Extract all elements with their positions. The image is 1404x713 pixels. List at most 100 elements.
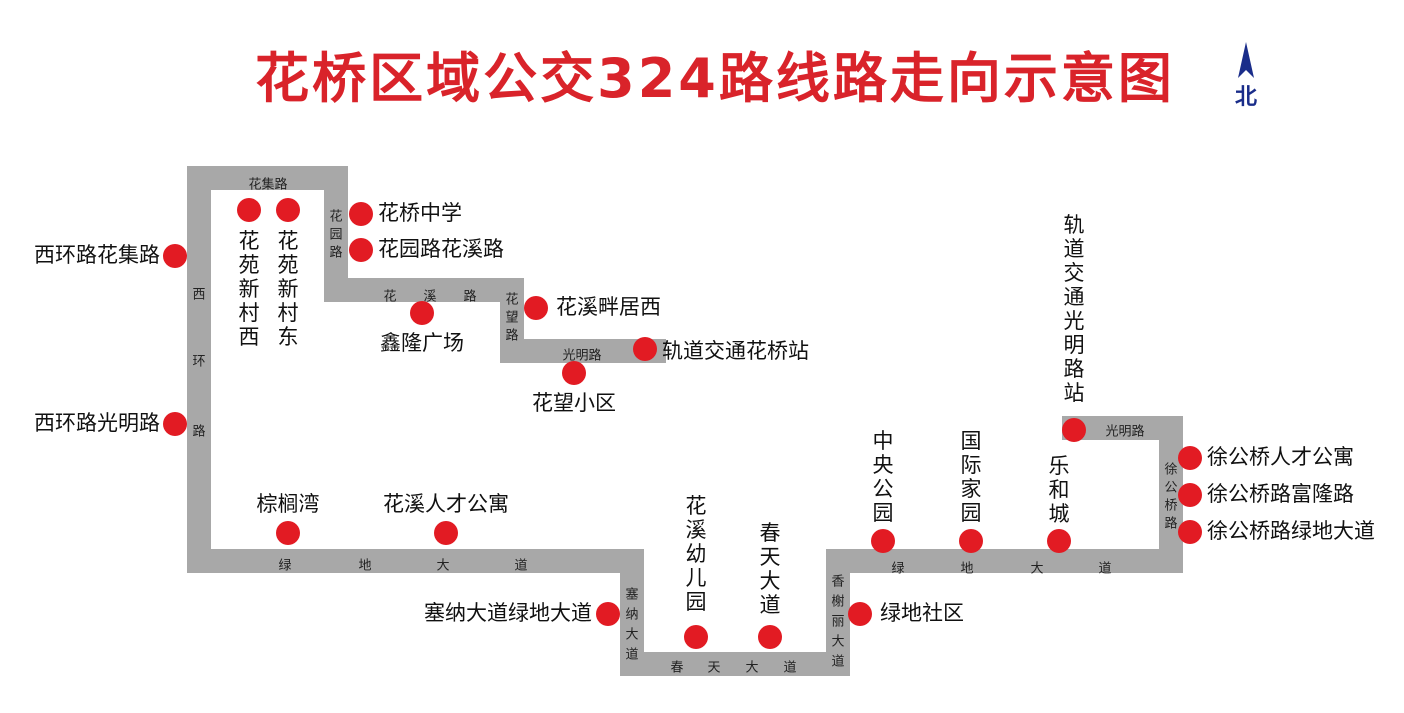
stop-name: 塞纳大道绿地大道 [424,601,592,625]
stop-name-char: 乐 [1049,454,1070,478]
stop-marker-icon[interactable] [276,198,300,222]
bus-stop[interactable]: 花桥中学 [349,201,462,226]
stop-marker-icon[interactable] [596,602,620,626]
bus-stops: 西环路花集路西环路光明路花苑新村西花苑新村东花桥中学花园路花溪路鑫隆广场花溪畔居… [34,198,1375,649]
stop-name: 花溪畔居西 [556,295,661,319]
bus-stop[interactable]: 塞纳大道绿地大道 [424,601,620,626]
stop-marker-icon[interactable] [684,625,708,649]
stop-name-char: 园 [686,590,707,614]
stop-name-char: 村 [278,301,299,325]
bus-stop[interactable]: 花溪畔居西 [524,295,661,320]
stop-marker-icon[interactable] [1178,520,1202,544]
road-label: 大 [745,661,758,676]
road-label: 塞 [625,587,638,603]
road-label: 西 [192,288,205,303]
stop-name: 西环路花集路 [34,243,160,267]
stop-name: 花园路花溪路 [378,237,504,261]
stop-name: 花望小区 [532,391,616,415]
road-label: 桥 [1164,499,1177,514]
stop-name-char: 家 [961,477,982,501]
road-label: 路 [463,289,476,305]
stop-marker-icon[interactable] [848,602,872,626]
stop-name-char: 国 [961,429,982,453]
stop-name-char: 路 [1064,357,1085,381]
road-label: 路 [329,245,342,261]
stop-name: 徐公桥人才公寓 [1207,445,1354,469]
bus-stop[interactable]: 鑫隆广场 [380,301,464,355]
road-label: 花集路 [248,177,287,193]
stop-marker-icon[interactable] [562,361,586,385]
bus-stop[interactable]: 轨道交通花桥站 [633,337,809,363]
bus-stop[interactable]: 绿地社区 [848,601,964,626]
road-label: 地 [358,559,371,574]
road-label: 绿 [891,562,904,577]
bus-stop[interactable]: 花望小区 [532,361,616,415]
road-label: 路 [1164,516,1177,532]
bus-stop[interactable]: 西环路花集路 [34,243,187,268]
stop-name-char: 际 [961,453,982,477]
road-label: 光明路 [1105,424,1144,440]
stop-name-char: 溪 [686,518,707,542]
stop-name-char: 轨 [1064,213,1085,237]
road-label: 道 [514,559,527,574]
bus-stop[interactable]: 徐公桥路绿地大道 [1178,519,1375,544]
road-label: 道 [831,655,844,670]
bus-stop[interactable]: 乐和城 [1047,454,1071,553]
stop-name-char: 和 [1049,478,1070,502]
road-label: 花 [329,209,342,225]
stop-name-char: 村 [239,301,260,325]
stop-marker-icon[interactable] [349,202,373,226]
bus-stop[interactable]: 西环路光明路 [34,411,187,436]
stop-marker-icon[interactable] [1178,446,1202,470]
stop-marker-icon[interactable] [237,198,261,222]
stop-marker-icon[interactable] [1047,529,1071,553]
stop-name: 西环路光明路 [34,411,160,435]
road-label: 纳 [625,608,638,623]
road-labels: 花集路花园路西环路花溪路花望路光明路绿地大道塞纳大道春天大道香榭丽大道绿地大道徐… [192,177,1177,676]
stop-name: 花桥中学 [378,201,462,225]
stop-marker-icon[interactable] [434,521,458,545]
stop-name-char: 花 [278,229,299,253]
stop-marker-icon[interactable] [871,529,895,553]
stop-name-char: 大 [760,569,781,593]
stop-marker-icon[interactable] [959,529,983,553]
road-label: 公 [1164,481,1177,496]
stop-name-char: 中 [873,429,894,453]
stop-marker-icon[interactable] [349,238,373,262]
stop-marker-icon[interactable] [410,301,434,325]
stop-name-char: 儿 [686,566,707,590]
stop-marker-icon[interactable] [163,412,187,436]
stop-marker-icon[interactable] [758,625,782,649]
stop-marker-icon[interactable] [1062,418,1086,442]
stop-marker-icon[interactable] [524,296,548,320]
stop-name: 鑫隆广场 [380,331,464,355]
bus-stop[interactable]: 徐公桥路富隆路 [1178,482,1354,507]
stop-name-char: 苑 [239,253,260,277]
bus-stop[interactable]: 棕榈湾 [257,492,320,545]
stop-name-char: 天 [760,545,781,569]
stop-marker-icon[interactable] [1178,483,1202,507]
stop-name-char: 西 [239,325,260,349]
route-path [187,166,1183,676]
stop-marker-icon[interactable] [633,337,657,361]
north-arrow-icon [1238,42,1254,78]
stop-name-char: 央 [873,453,894,477]
stop-name-char: 新 [239,277,260,301]
bus-stop[interactable]: 花溪人才公寓 [383,492,509,545]
bus-stop[interactable]: 徐公桥人才公寓 [1178,445,1354,470]
stop-name-char: 苑 [278,253,299,277]
stop-marker-icon[interactable] [163,244,187,268]
stop-name: 徐公桥路绿地大道 [1207,519,1375,543]
stop-marker-icon[interactable] [276,521,300,545]
road-label: 香 [831,575,844,590]
bus-stop[interactable]: 花园路花溪路 [349,237,504,262]
road-label: 道 [625,648,638,663]
